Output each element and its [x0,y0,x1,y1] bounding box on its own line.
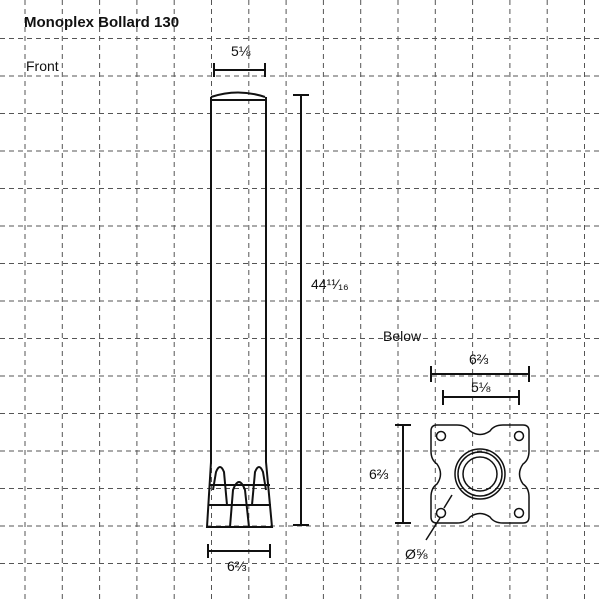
base-plate-below-view [430,424,530,524]
drawing-title: Monoplex Bollard 130 [24,14,180,31]
height-dimension [293,94,309,526]
hole-spacing-label: 5⅛ [471,379,491,395]
plate-width-label: 6⅔ [469,351,489,367]
front-view-label: Front [26,58,59,74]
base-width-label: 6⅔ [227,558,247,574]
hole-diameter-label: Ø⅝ [405,546,428,562]
top-width-label: 5⅛ [231,43,251,59]
hole-diameter-arrow [425,494,453,541]
plate-width-dimension [430,366,530,382]
base-width-dimension [207,544,271,558]
plate-height-label: 6⅔ [369,466,389,482]
height-label: 44¹¹⁄₁₆ [311,276,349,292]
hole-spacing-dimension [442,390,520,405]
below-view-label: Below [383,328,422,344]
bollard-front-view [205,91,274,528]
top-width-dimension [213,63,266,77]
plate-height-dimension [395,424,411,524]
